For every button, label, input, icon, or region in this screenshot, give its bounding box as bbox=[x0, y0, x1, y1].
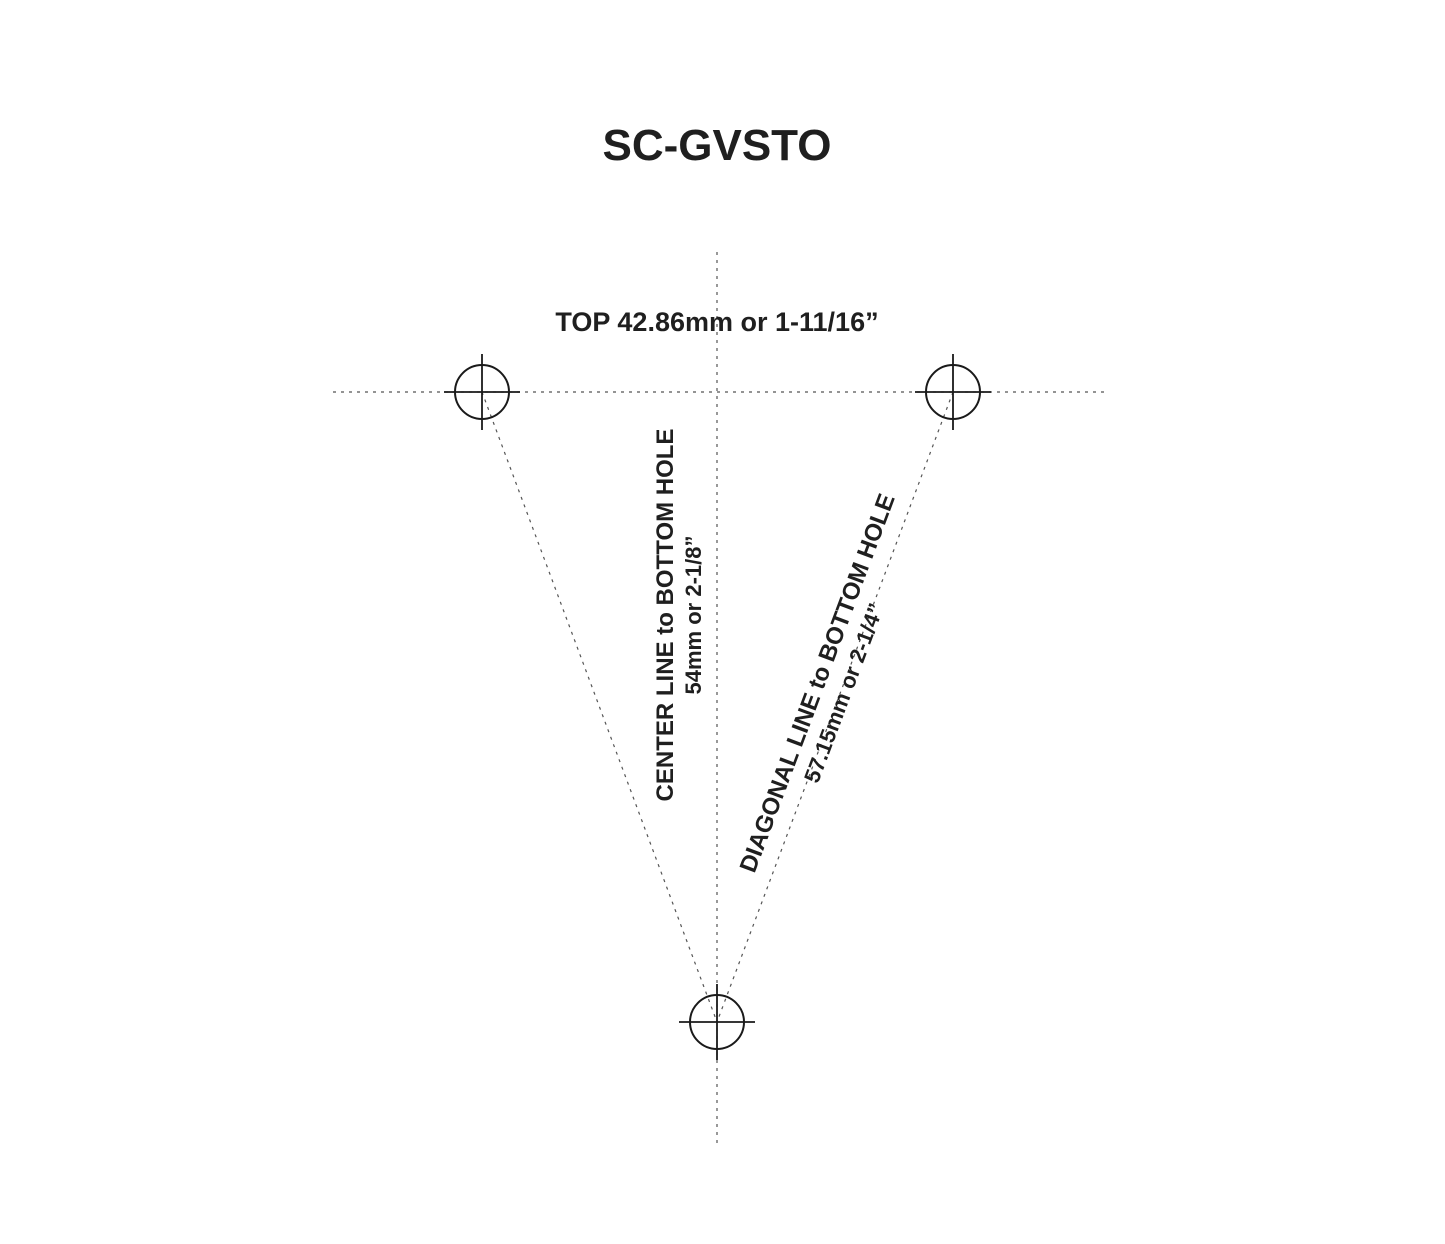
top-left-hole-marker bbox=[444, 354, 520, 430]
diagonal-line-dimension: DIAGONAL LINE to BOTTOM HOLE 57.15mm or … bbox=[735, 490, 901, 876]
center-line-value: 54mm or 2-1/8” bbox=[681, 536, 706, 695]
left-diagonal-guide bbox=[481, 391, 718, 1023]
top-right-hole-marker bbox=[915, 354, 991, 430]
center-line-label: CENTER LINE to BOTTOM HOLE bbox=[652, 429, 679, 802]
center-line-dimension: CENTER LINE to BOTTOM HOLE 54mm or 2-1/8… bbox=[652, 429, 706, 802]
diagram-title: SC-GVSTO bbox=[602, 121, 831, 170]
top-dimension-label: TOP 42.86mm or 1-11/16” bbox=[555, 307, 878, 337]
bottom-hole-marker bbox=[679, 984, 755, 1060]
diagonal-line-label: DIAGONAL LINE to BOTTOM HOLE bbox=[735, 490, 901, 876]
right-diagonal-guide bbox=[716, 391, 954, 1023]
